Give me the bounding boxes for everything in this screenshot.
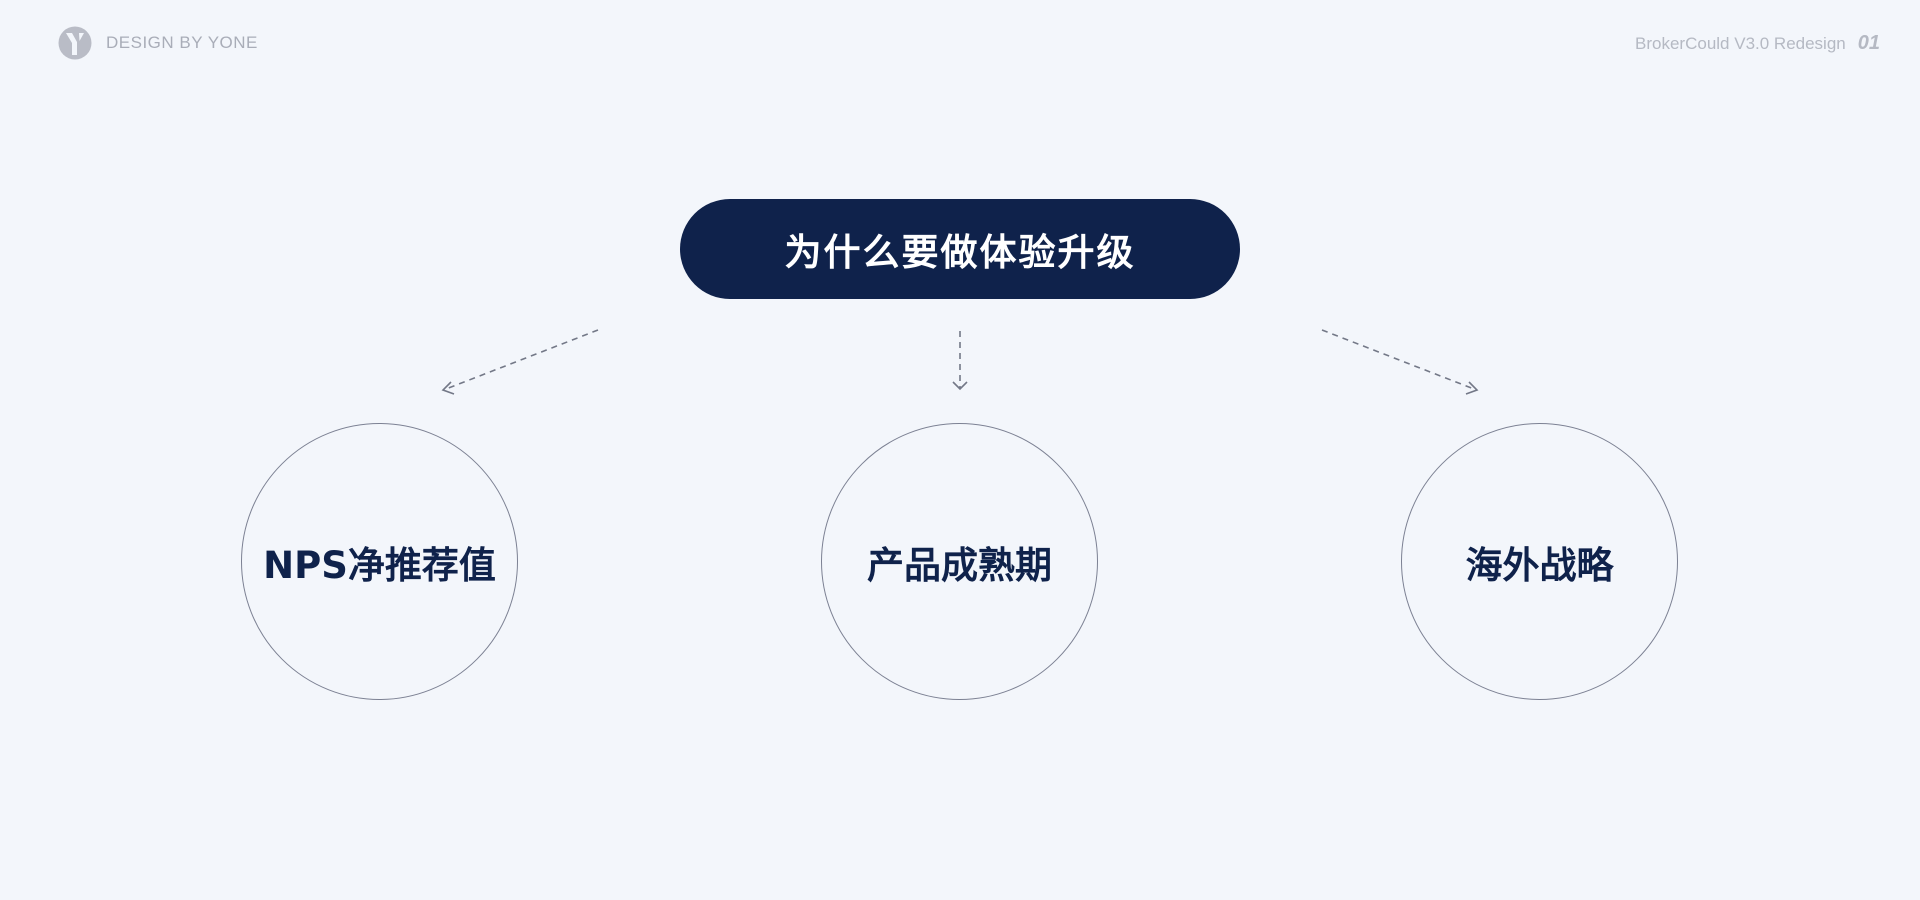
connector-right xyxy=(1321,329,1475,390)
connector-left-arrowhead-icon xyxy=(441,381,455,395)
connector-center-arrowhead-icon xyxy=(952,381,968,391)
brand-logo-icon xyxy=(58,26,92,60)
central-topic: 为什么要做体验升级 xyxy=(680,199,1240,299)
node-product-maturity-label: 产品成熟期 xyxy=(867,543,1052,587)
node-product-maturity: 产品成熟期 xyxy=(821,423,1098,700)
central-topic-label: 为什么要做体验升级 xyxy=(784,231,1136,274)
brand-name: DESIGN BY YONE xyxy=(106,33,258,52)
connector-right-arrowhead-icon xyxy=(1465,381,1479,395)
brand: DESIGN BY YONE xyxy=(58,26,258,60)
node-overseas-strategy-label: 海外战略 xyxy=(1465,543,1614,587)
document-title: BrokerCould V3.0 Redesign xyxy=(1635,33,1846,53)
node-nps: NPS净推荐值 xyxy=(241,423,518,700)
document-meta: BrokerCould V3.0 Redesign 01 xyxy=(1635,32,1880,55)
page-number: 01 xyxy=(1857,32,1880,54)
connector-left xyxy=(445,329,599,390)
node-overseas-strategy: 海外战略 xyxy=(1401,423,1678,700)
node-nps-label: NPS净推荐值 xyxy=(263,543,496,587)
